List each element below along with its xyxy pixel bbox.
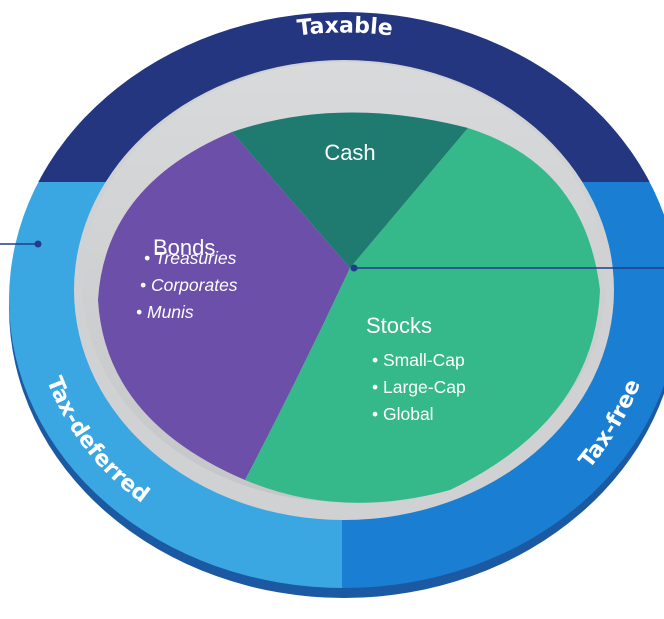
bonds-item: • Corporates [140, 275, 238, 295]
cash-title: Cash [324, 140, 375, 165]
stocks-title: Stocks [366, 313, 432, 338]
bonds-item: • Munis [136, 302, 194, 322]
pie-slice-bonds [98, 132, 350, 480]
stocks-item: • Small-Cap [372, 350, 465, 370]
pie-slice-cash [232, 112, 468, 268]
left-connector-dot [34, 240, 42, 248]
bonds-item: • Treasuries [144, 248, 237, 268]
stocks-item: • Large-Cap [372, 377, 466, 397]
pie-slice-stocks [245, 128, 600, 503]
bonds-title: Bonds [153, 235, 215, 260]
label-taxable: Taxable [296, 13, 394, 41]
right-connector-dot [350, 264, 358, 272]
stocks-item: • Global [372, 404, 434, 424]
